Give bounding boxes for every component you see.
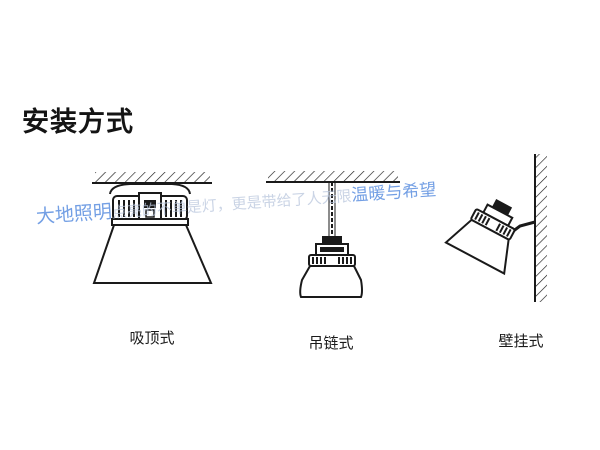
chain-pendant-diagram: [266, 171, 400, 298]
caption-ceiling-mount: 吸顶式: [129, 329, 175, 347]
section-title: 安装方式: [22, 107, 134, 138]
wall-mount-diagram: [444, 154, 547, 302]
caption-wall-mount: 壁挂式: [498, 332, 544, 350]
ceiling-mount-diagram: [92, 172, 213, 284]
caption-chain-pendant: 吊链式: [308, 334, 354, 352]
